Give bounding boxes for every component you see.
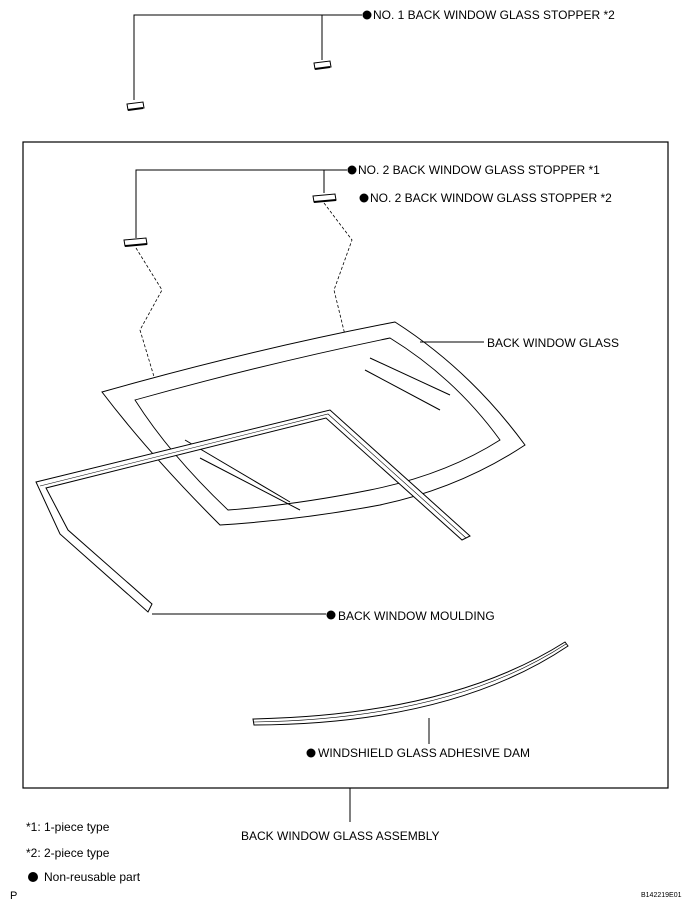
- legend-note-1: *1: 1-piece type: [26, 820, 110, 834]
- legend-bullet: [28, 872, 38, 882]
- nonreusable-marker: [347, 165, 357, 175]
- no2-stopper-parts: [123, 193, 337, 247]
- label-no1-stopper: NO. 1 BACK WINDOW GLASS STOPPER *2: [373, 8, 615, 22]
- corner-p: P: [10, 890, 18, 902]
- back-window-glass-shape: [101, 321, 526, 526]
- label-no2-stopper-2: NO. 2 BACK WINDOW GLASS STOPPER *2: [370, 191, 612, 205]
- nonreusable-marker: [362, 10, 372, 20]
- no2-stopper-leaders: [135, 169, 347, 238]
- label-back-window-glass: BACK WINDOW GLASS: [487, 336, 620, 350]
- no1-stopper-parts: [126, 60, 332, 111]
- nonreusable-marker: [326, 610, 336, 620]
- adhesive-dam-shape: [252, 641, 569, 726]
- label-back-window-moulding: BACK WINDOW MOULDING: [338, 609, 495, 623]
- legend-nonreusable: Non-reusable part: [44, 870, 141, 884]
- back-window-moulding-shape: [35, 409, 471, 613]
- legend-note-2: *2: 2-piece type: [26, 846, 110, 860]
- figure-code: B142219E01: [641, 892, 682, 899]
- label-adhesive-dam: WINDSHIELD GLASS ADHESIVE DAM: [318, 746, 531, 760]
- assembly-frame: [22, 141, 669, 789]
- no1-stopper-group: [133, 14, 362, 100]
- nonreusable-marker: [359, 193, 369, 203]
- label-no2-stopper-1: NO. 2 BACK WINDOW GLASS STOPPER *1: [358, 163, 600, 177]
- install-path-lines: [135, 202, 353, 381]
- label-assembly: BACK WINDOW GLASS ASSEMBLY: [241, 829, 440, 843]
- nonreusable-marker: [306, 748, 316, 758]
